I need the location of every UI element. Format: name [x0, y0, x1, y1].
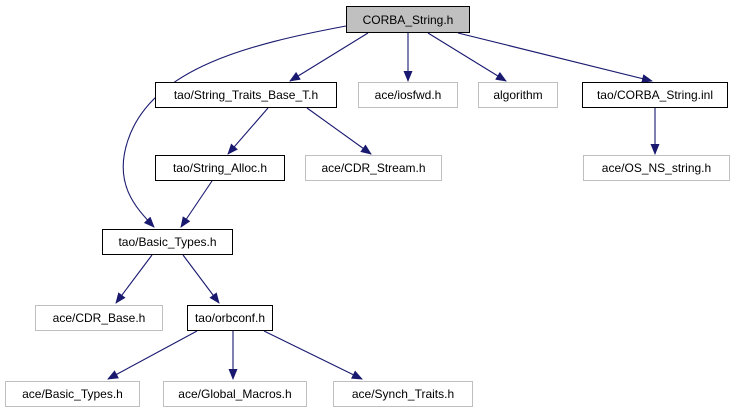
edge-corba-string-h-to-corba-string-inl — [457, 32, 653, 83]
node-algorithm: algorithm — [478, 82, 558, 108]
node-cdr-stream: ace/CDR_Stream.h — [305, 155, 442, 181]
edge-corba-string-h-to-basic-types — [122, 25, 347, 228]
node-corba-string-inl[interactable]: tao/CORBA_String.inl — [582, 82, 728, 108]
node-cdr-base: ace/CDR_Base.h — [35, 305, 163, 331]
node-os-ns-string: ace/OS_NS_string.h — [583, 155, 730, 181]
node-string-alloc[interactable]: tao/String_Alloc.h — [155, 155, 285, 181]
node-synch-traits: ace/Synch_Traits.h — [333, 381, 473, 407]
edge-corba-string-h-to-algorithm — [427, 32, 507, 82]
node-global-macros: ace/Global_Macros.h — [163, 381, 307, 407]
edge-orbconf-to-ace-basic-types — [107, 330, 198, 380]
edge-string-traits-to-string-alloc — [227, 107, 269, 155]
node-ace-basic-types: ace/Basic_Types.h — [5, 381, 140, 407]
edge-string-traits-to-cdr-stream — [306, 107, 372, 155]
edge-corba-string-h-to-string-traits — [289, 32, 369, 82]
node-string-traits[interactable]: tao/String_Traits_Base_T.h — [155, 82, 337, 108]
node-basic-types[interactable]: tao/Basic_Types.h — [102, 229, 233, 255]
edge-orbconf-to-synch-traits — [263, 330, 363, 380]
edge-basic-types-to-cdr-base — [115, 254, 153, 304]
node-corba-string-h[interactable]: CORBA_String.h — [346, 6, 470, 33]
edge-string-alloc-to-basic-types — [180, 180, 213, 228]
edge-basic-types-to-orbconf — [182, 254, 220, 304]
node-orbconf[interactable]: tao/orbconf.h — [187, 305, 273, 331]
node-iosfwd: ace/iosfwd.h — [358, 82, 458, 108]
